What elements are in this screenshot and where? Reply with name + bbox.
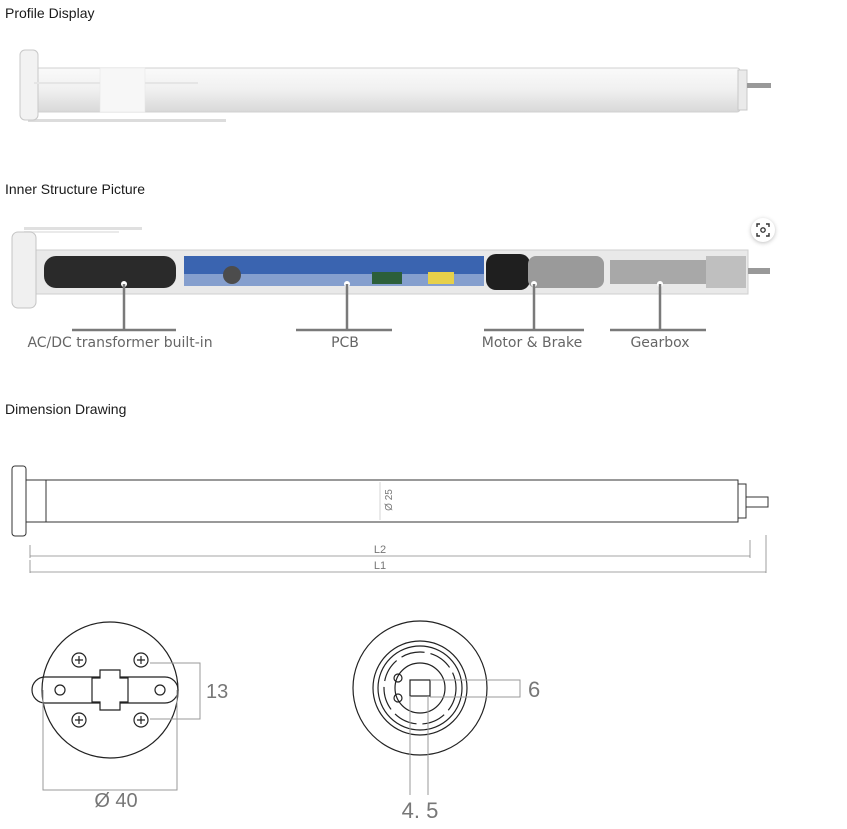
pcb-yellow-part: [428, 272, 454, 284]
shaft-width-label: 6: [528, 677, 540, 702]
brake-block: [528, 256, 604, 288]
structure-end-cap: [11, 231, 37, 309]
profile-end-cap: [19, 49, 39, 121]
profile-shaft: [747, 83, 771, 88]
section-title-structure: Inner Structure Picture: [5, 181, 146, 197]
label-gearbox: Gearbox: [630, 335, 689, 351]
drive-end-view: [352, 620, 488, 756]
profile-motor-image: [19, 49, 771, 122]
scan-icon: [756, 223, 770, 237]
antenna-top-inner: [24, 231, 119, 233]
head-height-label: 13: [206, 681, 228, 703]
pcb-board: [184, 256, 484, 274]
l1-label: L1: [374, 560, 386, 572]
section-title-dimension: Dimension Drawing: [5, 401, 127, 417]
structure-shaft: [748, 268, 770, 274]
antenna-top: [24, 227, 142, 230]
profile-label-sticker: [99, 67, 146, 113]
tube-diameter-label: Ø 25: [384, 489, 395, 511]
pcb-capacitor: [372, 272, 402, 284]
visual-search-button[interactable]: [751, 218, 775, 242]
section-title-profile: Profile Display: [5, 5, 95, 21]
profile-antenna-lower: [28, 119, 226, 122]
l2-label: L2: [374, 544, 386, 556]
pcb-components: [184, 274, 484, 286]
drawing-end-cap: [11, 465, 27, 537]
dimension-drawing: Ø 25 L2 L1 13 Ø 40 6 4. 5: [11, 465, 769, 823]
label-transformer: AC/DC transformer built-in: [27, 335, 212, 351]
shaft-flat-label: 4. 5: [402, 798, 439, 823]
head-end-view: [31, 621, 179, 759]
label-pcb: PCB: [331, 335, 359, 351]
label-motor-brake: Motor & Brake: [482, 335, 582, 351]
motor-block: [486, 254, 530, 290]
inner-structure-image: AC/DC transformer built-in PCB Motor & B…: [11, 227, 770, 351]
head-diameter-label: Ø 40: [94, 790, 137, 812]
gearbox-parts: [610, 260, 706, 284]
profile-drive-end: [737, 69, 748, 111]
drawing-shaft: [745, 496, 769, 508]
pcb-coil: [223, 266, 241, 284]
transformer-block: [44, 256, 176, 288]
gearbox-end: [706, 256, 746, 288]
